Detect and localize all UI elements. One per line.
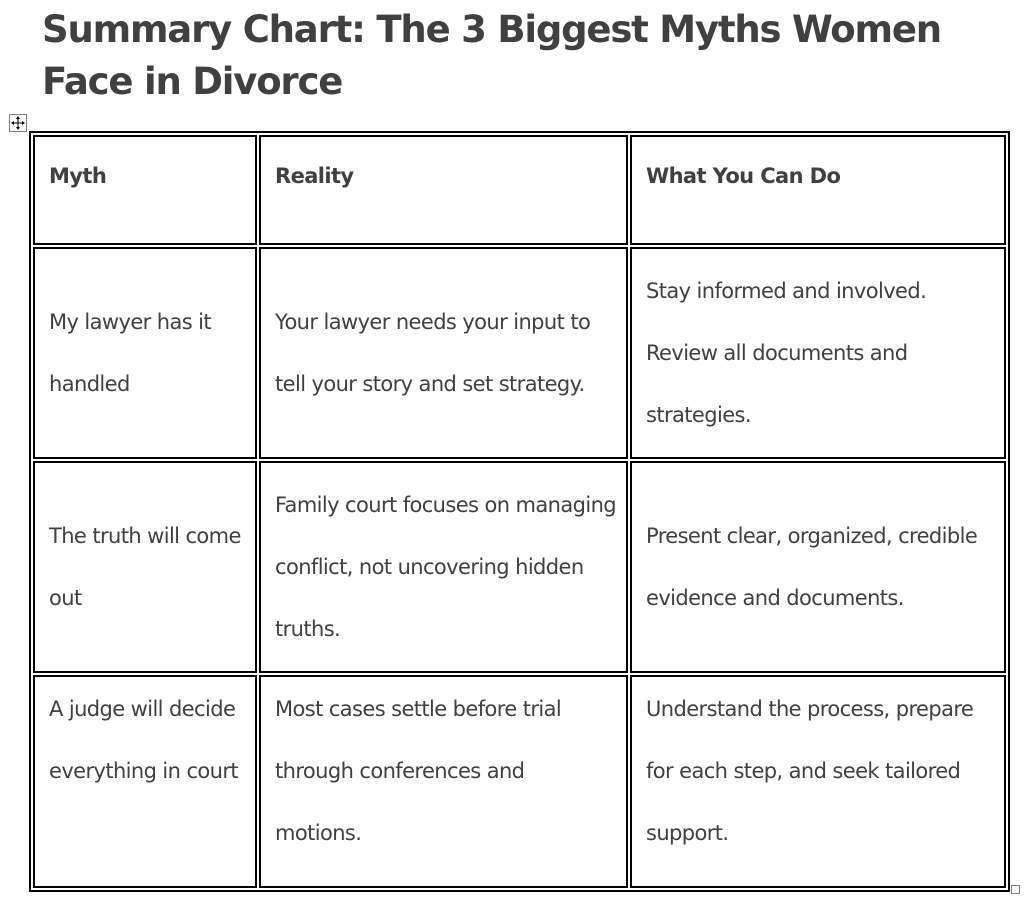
myth-cell[interactable]: A judge will decide everything in court [33, 675, 257, 888]
myth-cell[interactable]: My lawyer has it handled [33, 247, 257, 459]
action-cell[interactable]: Present clear, organized, credible evide… [630, 461, 1006, 673]
myths-table: Myth Reality What You Can Do My lawyer h… [29, 131, 1010, 892]
action-cell[interactable]: Understand the process, prepare for each… [630, 675, 1006, 888]
reality-cell[interactable]: Most cases settle before trial through c… [259, 675, 628, 888]
table-resize-handle-icon[interactable] [1011, 885, 1020, 894]
header-myth[interactable]: Myth [33, 135, 257, 245]
myth-cell[interactable]: The truth will come out [33, 461, 257, 673]
table-row: A judge will decide everything in court … [33, 675, 1006, 888]
table-move-handle-icon[interactable] [9, 114, 27, 132]
table-header-row: Myth Reality What You Can Do [33, 135, 1006, 245]
action-cell[interactable]: Stay informed and involved. Review all d… [630, 247, 1006, 459]
header-what-you-can-do[interactable]: What You Can Do [630, 135, 1006, 245]
header-reality[interactable]: Reality [259, 135, 628, 245]
four-arrows-move-icon [11, 116, 25, 130]
table-row: The truth will come out Family court foc… [33, 461, 1006, 673]
document-title: Summary Chart: The 3 Biggest Myths Women… [42, 8, 942, 103]
reality-cell[interactable]: Family court focuses on managing conflic… [259, 461, 628, 673]
reality-cell[interactable]: Your lawyer needs your input to tell you… [259, 247, 628, 459]
table-row: My lawyer has it handled Your lawyer nee… [33, 247, 1006, 459]
